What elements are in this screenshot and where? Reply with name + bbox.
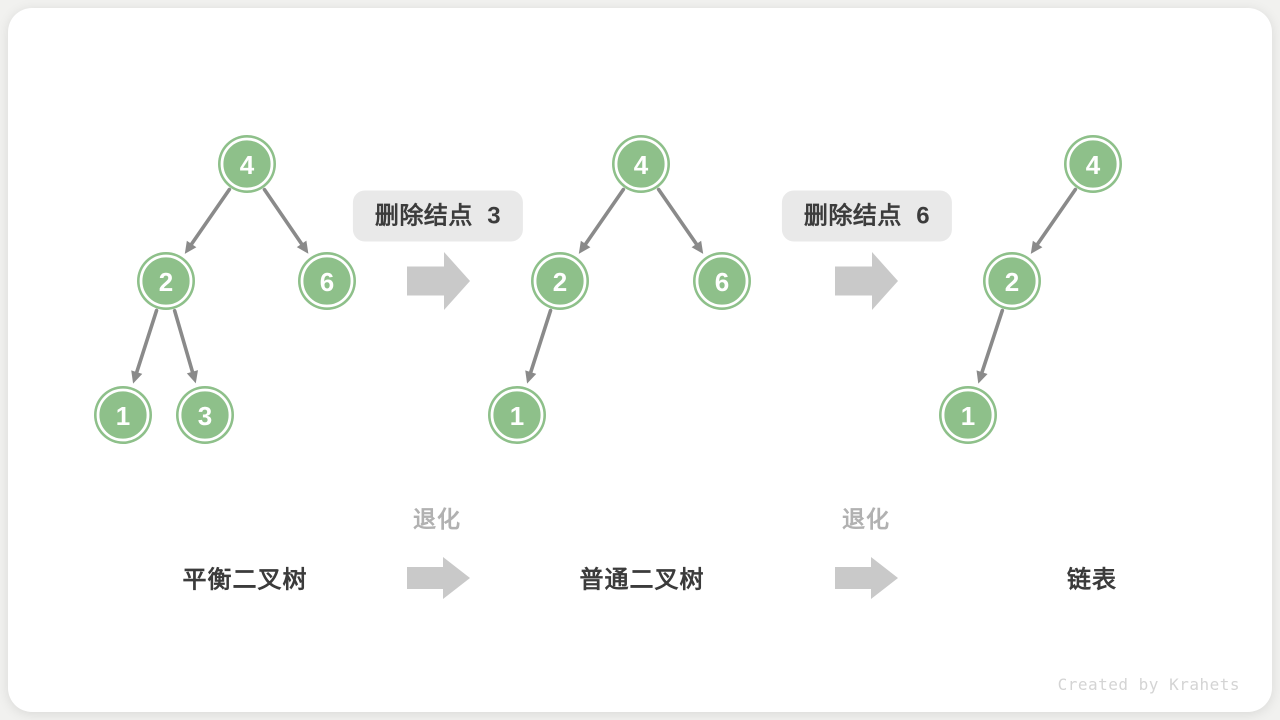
tree-node: 4 <box>218 135 276 193</box>
tree-node-circle <box>531 252 589 310</box>
tree-node-ring <box>490 388 544 442</box>
tree-node: 2 <box>983 252 1041 310</box>
tree-node-value: 4 <box>240 150 255 180</box>
tree-node-circle <box>1064 135 1122 193</box>
tree-node-circle <box>693 252 751 310</box>
tree-label-linked-list: 链表 <box>1067 566 1117 594</box>
degrade-label: 退化 <box>842 506 890 532</box>
tree-node-value: 2 <box>1005 267 1019 297</box>
tree-node-ring <box>300 254 354 308</box>
tree-edge <box>172 308 195 374</box>
tree-node-value: 3 <box>198 401 212 431</box>
delete-node-6-badge: 删除结点 6 <box>781 190 953 242</box>
tree-edge <box>1035 187 1078 246</box>
tree-node-ring <box>614 137 668 191</box>
tree-node-value: 4 <box>1086 150 1101 180</box>
tree-node-value: 1 <box>961 401 975 431</box>
tree-edge <box>656 187 699 246</box>
tree-edge-arrowhead <box>578 240 591 254</box>
tree-node-ring <box>695 254 749 308</box>
tree-node-value: 6 <box>715 267 729 297</box>
tree-node-circle <box>939 386 997 444</box>
tree-node-ring <box>985 254 1039 308</box>
tree-edge-arrowhead <box>691 240 704 254</box>
tree-node-ring <box>941 388 995 442</box>
tree-node-circle <box>983 252 1041 310</box>
tree-edge-arrowhead <box>525 370 537 384</box>
tree-node-circle <box>176 386 234 444</box>
tree-node-value: 6 <box>320 267 334 297</box>
tree: 4 2 6 1 3 <box>94 135 356 444</box>
tree-node-circle <box>612 135 670 193</box>
tree-node-value: 4 <box>634 150 649 180</box>
tree-node: 1 <box>939 386 997 444</box>
tree-label-balanced-binary-tree: 平衡二叉树 <box>182 566 308 594</box>
tree-node: 2 <box>531 252 589 310</box>
tree-node: 6 <box>693 252 751 310</box>
tree-edge-arrowhead <box>1030 240 1043 254</box>
tree-node-circle <box>488 386 546 444</box>
tree-node-circle <box>298 252 356 310</box>
tree: 4 2 6 1 <box>488 135 751 444</box>
figure-card <box>8 8 1272 712</box>
tree: 4 2 1 <box>939 135 1122 444</box>
tree-node-value: 1 <box>116 401 130 431</box>
tree-node: 1 <box>94 386 152 444</box>
tree-label-ordinary-binary-tree: 普通二叉树 <box>579 566 705 594</box>
tree-edge-arrowhead <box>296 240 309 254</box>
tree-edge <box>583 187 626 246</box>
tree-edge-arrowhead <box>131 370 143 384</box>
transition-arrow <box>407 557 470 599</box>
tree-node: 2 <box>137 252 195 310</box>
tree-edge <box>134 308 159 374</box>
tree-node-circle <box>218 135 276 193</box>
transition-arrow <box>835 252 898 310</box>
transition-arrow <box>835 557 898 599</box>
watermark: Created by Krahets <box>1057 675 1240 694</box>
tree-node-circle <box>137 252 195 310</box>
tree-edge-arrowhead <box>976 370 988 384</box>
tree-node-circle <box>94 386 152 444</box>
tree-node-ring <box>96 388 150 442</box>
tree-node-ring <box>533 254 587 308</box>
tree-edge-arrowhead <box>186 370 198 384</box>
tree-node-ring <box>139 254 193 308</box>
tree-node: 1 <box>488 386 546 444</box>
tree-node-value: 2 <box>553 267 567 297</box>
tree-node-value: 2 <box>159 267 173 297</box>
tree-node: 4 <box>612 135 670 193</box>
tree-node: 3 <box>176 386 234 444</box>
transition-arrow <box>407 252 470 310</box>
tree-edge <box>189 187 232 246</box>
tree-node: 4 <box>1064 135 1122 193</box>
tree-edge <box>528 308 553 374</box>
tree-node-ring <box>178 388 232 442</box>
delete-node-3-badge: 删除结点 3 <box>352 190 524 242</box>
degrade-label: 退化 <box>413 506 461 532</box>
tree-node-ring <box>220 137 274 191</box>
tree-edge <box>980 308 1005 375</box>
tree-node-value: 1 <box>510 401 524 431</box>
tree-edge-arrowhead <box>184 240 197 254</box>
tree-edge <box>262 187 304 246</box>
tree-node: 6 <box>298 252 356 310</box>
tree-node-ring <box>1066 137 1120 191</box>
